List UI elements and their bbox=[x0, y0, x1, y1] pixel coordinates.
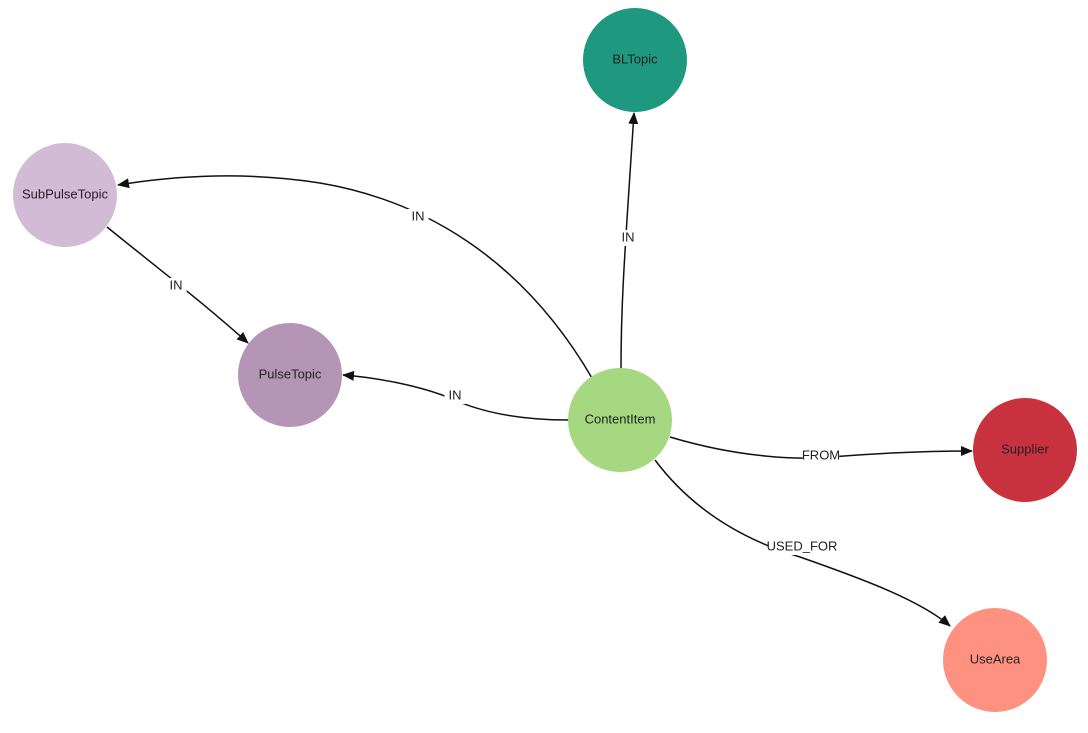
node-circle[interactable] bbox=[568, 368, 672, 472]
nodes-layer: ContentItem BLTopicSubPulseTopicPulseTopi… bbox=[13, 8, 1077, 712]
node-supplier[interactable]: Supplier bbox=[973, 398, 1077, 502]
edge-ci_use: USED_FOR bbox=[654, 459, 951, 627]
node-circle[interactable] bbox=[943, 608, 1047, 712]
edge-ci_sup: FROM bbox=[669, 436, 973, 464]
edge-label: FROM bbox=[802, 447, 840, 462]
node-label: Supplier bbox=[1001, 441, 1049, 456]
edge-line[interactable] bbox=[620, 112, 639, 369]
node-circle[interactable] bbox=[973, 398, 1077, 502]
edge-ci_pulse: IN bbox=[342, 370, 569, 421]
node-circle[interactable] bbox=[238, 323, 342, 427]
node-circle[interactable] bbox=[13, 143, 117, 247]
node-use-area[interactable]: UseArea bbox=[943, 608, 1047, 712]
node-circle[interactable] bbox=[583, 8, 687, 112]
edge-line[interactable] bbox=[117, 175, 593, 379]
edge-label-background bbox=[407, 209, 429, 225]
edge-label-background bbox=[802, 448, 840, 464]
edge-label: IN bbox=[449, 387, 462, 402]
node-label: SubPulseTopic bbox=[22, 186, 108, 201]
node-label: ContentItem bbox=[585, 411, 656, 426]
edge-label-background bbox=[444, 388, 466, 404]
node-pulse-topic[interactable]: PulseTopic bbox=[238, 323, 342, 427]
edge-sub_pulse: IN bbox=[106, 226, 249, 344]
node-bl-topic[interactable]: BLTopic bbox=[583, 8, 687, 112]
edge-label: USED_FOR bbox=[767, 538, 838, 553]
node-label: UseArea bbox=[970, 651, 1021, 666]
edges-layer: IN IN IN IN FROM USED_FOR bbox=[106, 112, 973, 627]
edge-label-background bbox=[165, 278, 187, 294]
node-content-item[interactable]: ContentItem bbox=[568, 368, 672, 472]
edge-line[interactable] bbox=[654, 459, 951, 627]
edge-label: IN bbox=[412, 208, 425, 223]
node-sub-pulse-topic[interactable]: SubPulseTopic bbox=[13, 143, 117, 247]
edge-ci_sub: IN bbox=[117, 175, 593, 379]
node-label: BLTopic bbox=[612, 51, 658, 66]
edge-ci_bl: IN bbox=[617, 112, 639, 369]
edge-label-background bbox=[617, 230, 639, 246]
node-label: PulseTopic bbox=[259, 366, 322, 381]
edge-label-background bbox=[768, 539, 836, 555]
edge-label: IN bbox=[622, 229, 635, 244]
edge-label: IN bbox=[170, 277, 183, 292]
